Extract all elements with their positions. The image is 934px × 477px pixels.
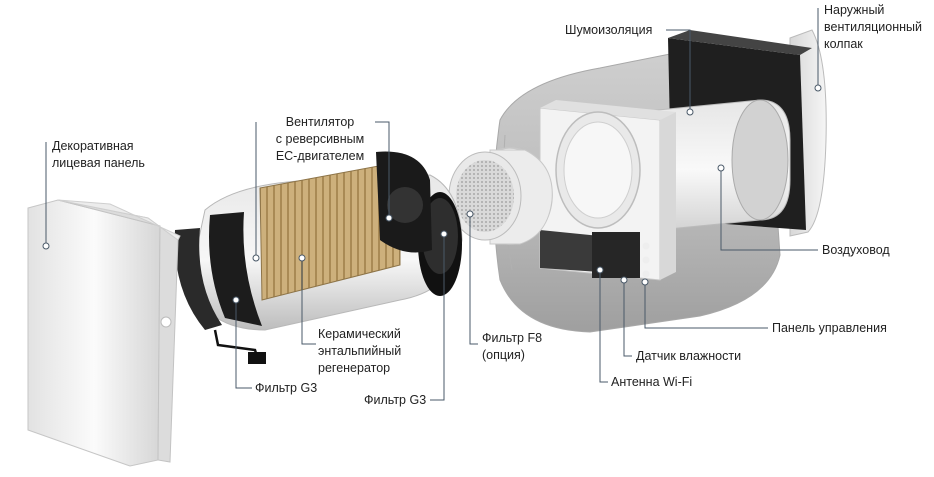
front-panel bbox=[27, 199, 181, 467]
dot-filter-g3-left bbox=[232, 296, 240, 304]
dot-humidity bbox=[620, 276, 628, 284]
leader-wifi bbox=[599, 270, 608, 383]
label-sound-insulation: Шумоизоляция bbox=[565, 23, 653, 37]
leader-insulation bbox=[666, 29, 691, 112]
leader-fan-right bbox=[375, 121, 390, 218]
leader-filter-g3-left bbox=[235, 300, 252, 389]
label-wifi-antenna: Антенна Wi-Fi bbox=[611, 375, 693, 389]
label-filter-g3-left: Фильтр G3 bbox=[255, 381, 318, 395]
label-outer-hood: Наружный вентиляционный колпак bbox=[824, 3, 922, 51]
leader-f8 bbox=[469, 214, 478, 345]
filter-f8 bbox=[448, 147, 553, 245]
leader-lines bbox=[45, 8, 819, 401]
regenerator-cylinder bbox=[174, 151, 463, 364]
dot-f8 bbox=[466, 210, 474, 218]
dot-air-duct bbox=[717, 164, 725, 172]
dot-fan-right bbox=[385, 214, 393, 222]
dot-outer-hood bbox=[814, 84, 822, 92]
dot-front-panel bbox=[42, 242, 50, 250]
leader-filter-g3-right bbox=[430, 234, 445, 401]
control-housing bbox=[539, 100, 676, 281]
label-humidity-sensor: Датчик влажности bbox=[636, 349, 742, 363]
dot-control-panel bbox=[641, 278, 649, 286]
leader-air-duct bbox=[720, 168, 818, 251]
leader-control-panel bbox=[644, 282, 768, 329]
label-control-panel: Панель управления bbox=[772, 321, 887, 335]
dot-fan bbox=[252, 254, 260, 262]
leader-humidity bbox=[623, 280, 632, 357]
label-air-duct: Воздуховод bbox=[822, 243, 890, 257]
leader-ceramic bbox=[301, 258, 316, 345]
label-fan: Вентилятор с реверсивным EC-двигателем bbox=[275, 115, 365, 163]
label-filter-g3-right: Фильтр G3 bbox=[364, 393, 427, 407]
callout-dots bbox=[42, 84, 822, 304]
dot-insulation bbox=[686, 108, 694, 116]
dot-filter-g3-right bbox=[440, 230, 448, 238]
dot-wifi bbox=[596, 266, 604, 274]
label-front-panel: Декоративная лицевая панель bbox=[52, 139, 145, 170]
label-ceramic-regenerator: Керамический энтальпийный регенератор bbox=[318, 327, 402, 375]
label-filter-f8: Фильтр F8 (опция) bbox=[482, 331, 543, 362]
dot-ceramic bbox=[298, 254, 306, 262]
